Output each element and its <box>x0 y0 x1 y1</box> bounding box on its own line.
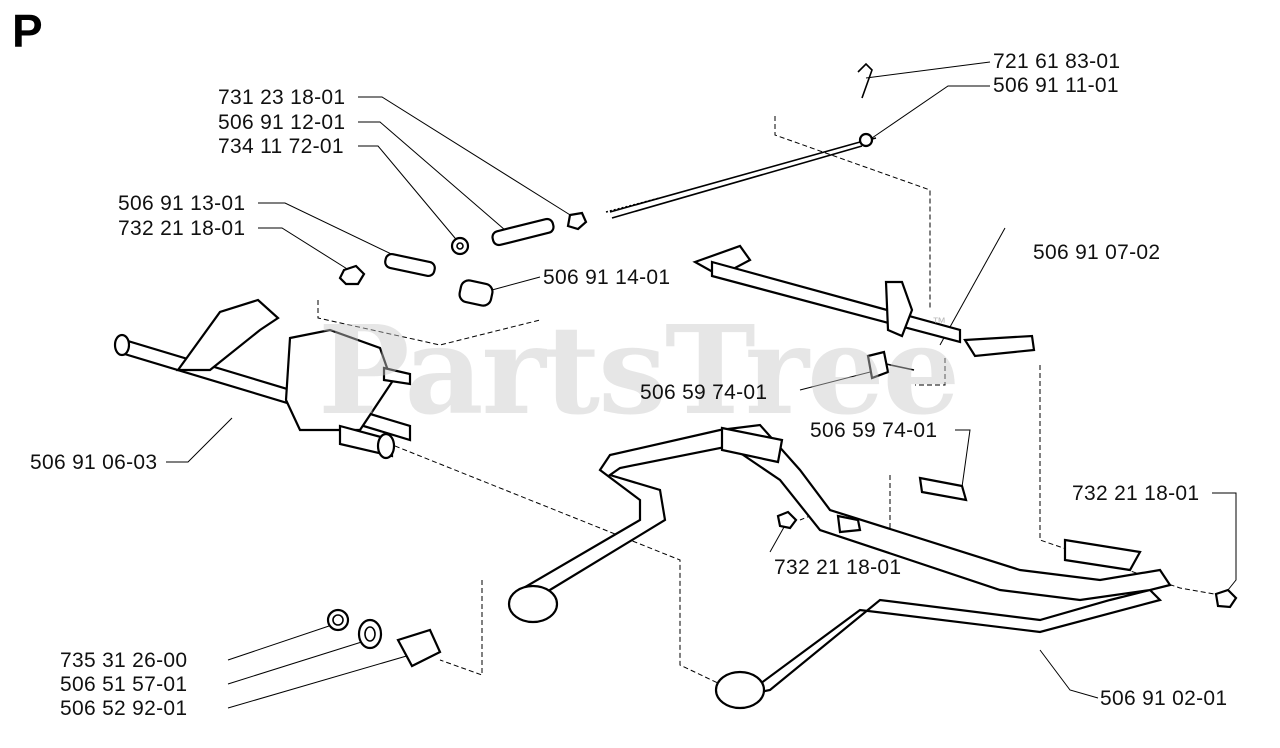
part-label-506-59-74-01[interactable]: 506 59 74-01 <box>810 419 938 442</box>
control-rod <box>605 62 877 219</box>
shaft-assembly-left <box>113 298 412 460</box>
part-label-506-59-74-01[interactable]: 506 59 74-01 <box>640 381 768 404</box>
bushing-hardware <box>326 608 442 668</box>
part-label-506-91-07-02[interactable]: 506 91 07-02 <box>1033 241 1161 264</box>
part-label-506-91-06-03[interactable]: 506 91 06-03 <box>30 451 158 474</box>
watermark-trademark: ™ <box>932 314 946 330</box>
part-label-506-91-14-01[interactable]: 506 91 14-01 <box>543 266 671 289</box>
part-label-732-21-18-01[interactable]: 732 21 18-01 <box>774 556 902 579</box>
main-frame <box>507 423 1172 710</box>
part-label-506-51-57-01[interactable]: 506 51 57-01 <box>60 673 188 696</box>
part-label-506-91-13-01[interactable]: 506 91 13-01 <box>118 192 246 215</box>
part-label-506-91-02-01[interactable]: 506 91 02-01 <box>1100 687 1228 710</box>
part-label-721-61-83-01[interactable]: 721 61 83-01 <box>993 50 1121 73</box>
watermark: PartsTree <box>318 298 960 442</box>
part-label-732-21-18-01[interactable]: 732 21 18-01 <box>118 217 246 240</box>
part-label-506-52-92-01[interactable]: 506 52 92-01 <box>60 697 188 720</box>
leader-lines <box>166 61 1237 709</box>
section-letter: P <box>12 5 43 57</box>
part-label-732-21-18-01[interactable]: 732 21 18-01 <box>1072 482 1200 505</box>
part-label-731-23-18-01[interactable]: 731 23 18-01 <box>218 86 346 109</box>
shaft-assembly-right <box>692 244 1036 380</box>
part-label-506-91-12-01[interactable]: 506 91 12-01 <box>218 111 346 134</box>
hardware-top <box>338 211 588 307</box>
part-label-734-11-72-01[interactable]: 734 11 72-01 <box>218 135 344 158</box>
part-label-735-31-26-00[interactable]: 735 31 26-00 <box>60 649 188 672</box>
part-label-506-91-11-01[interactable]: 506 91 11-01 <box>993 74 1119 97</box>
nut-right <box>1214 588 1238 609</box>
